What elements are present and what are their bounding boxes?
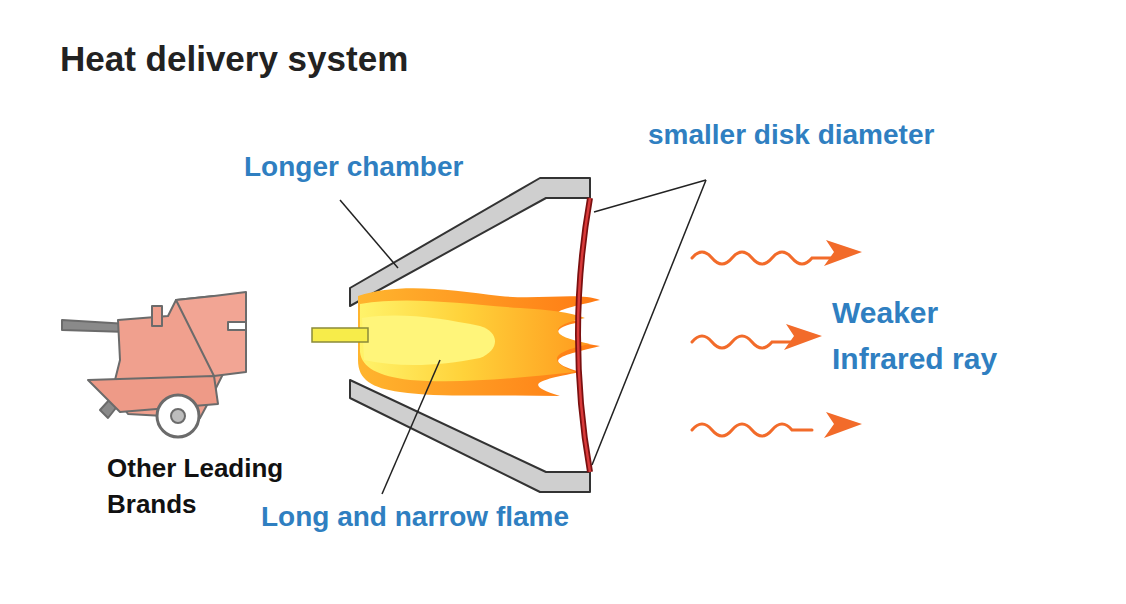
heater-icon [62, 292, 246, 437]
arrow-head [784, 240, 862, 438]
radiant-disk [578, 198, 590, 472]
radiant-disk-face [578, 198, 590, 472]
infrared-wave [692, 252, 832, 436]
nozzle [312, 328, 368, 342]
leader-line [340, 180, 706, 494]
diagram-title: Heat delivery system [60, 38, 408, 80]
part-label: Long and narrow flame [261, 500, 569, 534]
part-label: smaller disk diameter [648, 118, 934, 152]
part-label: Longer chamber [244, 150, 463, 184]
combustion-chamber [350, 178, 590, 492]
effect-label: Weaker Infrared ray [832, 290, 1047, 382]
flame [358, 288, 600, 396]
